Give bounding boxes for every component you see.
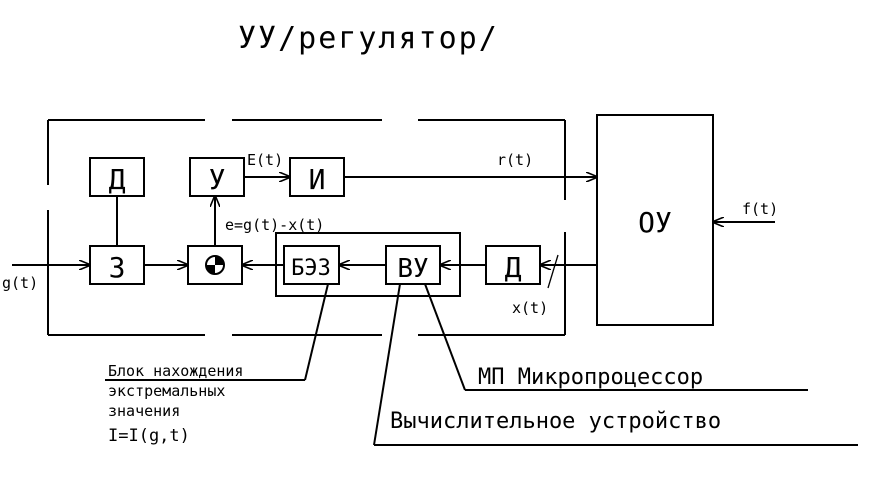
block-vu: ВУ [385,245,441,285]
diagram-title: УУ/регулятор/ [238,21,499,56]
block-z: З [89,245,145,285]
block-ou-label: ОУ [638,206,672,239]
block-ou: ОУ [596,114,714,326]
extremum-block-line1: Блок нахождения [108,362,243,380]
signal-x-label: x(t) [512,299,548,317]
block-z-label: З [109,251,126,284]
summing-junction [187,245,243,285]
signal-r-label: r(t) [497,151,533,169]
controller-boundary [47,119,566,336]
block-i-label: И [309,163,326,196]
signal-g-label: g(t) [2,274,38,292]
block-bez: БЭЗ [283,245,340,285]
block-bez-label: БЭЗ [291,256,331,281]
signal-e-label: E(t) [247,151,283,169]
connections [12,177,775,289]
block-d-top-label: Д [109,163,126,196]
microprocessor-label: МП Микропроцессор [478,365,703,390]
block-i: И [289,157,345,197]
block-d-top: Д [89,157,145,197]
block-u-label: У [209,163,226,196]
block-u: У [189,157,245,197]
leader-lines [105,283,858,446]
extremum-block-line3: значения [108,402,180,420]
block-d-right-label: Д [505,251,522,284]
block-d-right: Д [485,245,541,285]
computing-device-label: Вычислительное устройство [390,409,721,434]
extremum-block-line2: экстремальных [108,382,225,400]
extremum-formula: I=I(g,t) [108,426,190,446]
signal-f-label: f(t) [742,200,778,218]
error-signal-label: e=g(t)-x(t) [225,216,324,234]
block-vu-label: ВУ [397,254,428,284]
